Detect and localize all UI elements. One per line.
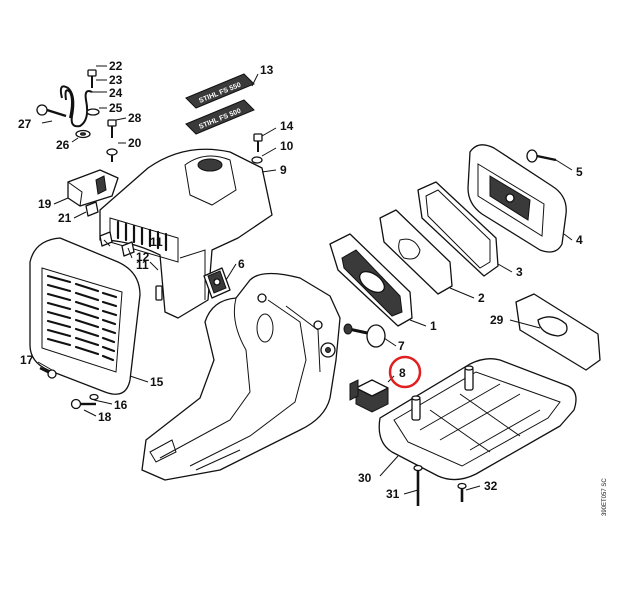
part-wire-loop (59, 85, 93, 128)
callout-7: 7 (398, 339, 405, 353)
part-1-baseplate (329, 233, 413, 327)
callout-28: 28 (128, 111, 142, 125)
callout-8: 8 (399, 366, 406, 380)
callout-5: 5 (576, 165, 583, 179)
callout-22: 22 (109, 59, 123, 73)
callout-23: 23 (109, 73, 123, 87)
part-3-frame (417, 181, 499, 277)
grille-slots (46, 274, 118, 362)
callout-9: 9 (280, 163, 287, 177)
part-9-shroud (99, 148, 273, 319)
part-7-knob (343, 323, 386, 348)
callout-4: 4 (576, 233, 583, 247)
leader-lines (37, 65, 573, 495)
callout-12: 12 (136, 250, 150, 264)
callout-10: 10 (280, 139, 294, 153)
callout-25: 25 (109, 101, 123, 115)
callout-3: 3 (516, 265, 523, 279)
part-8-block (349, 379, 389, 413)
callout-15: 15 (150, 375, 164, 389)
callout-27: 27 (18, 117, 32, 131)
callout-20: 20 (128, 136, 142, 150)
part-15-grille (29, 237, 141, 395)
callout-2: 2 (478, 291, 485, 305)
main-housing (141, 272, 341, 481)
callout-32: 32 (484, 479, 498, 493)
callout-26: 26 (56, 138, 70, 152)
part-29-filter (515, 293, 601, 371)
tray-posts (411, 365, 474, 421)
callout-30: 30 (358, 471, 372, 485)
small-hardware (36, 69, 263, 410)
callout-6: 6 (238, 257, 245, 271)
part-6-clamp (203, 267, 231, 299)
callout-31: 31 (386, 487, 400, 501)
part-13-badges: STIHL FS 550 STIHL FS 500 (185, 73, 255, 135)
callout-13: 13 (260, 63, 274, 77)
callout-11a: 11 (150, 235, 163, 249)
part-5-screw (526, 149, 557, 163)
callout-18: 18 (98, 410, 112, 424)
callout-1: 1 (430, 319, 437, 333)
highlight-circle (388, 355, 422, 389)
callout-19: 19 (38, 197, 52, 211)
shroud-vent-slots (116, 220, 168, 252)
callout-11b: 11 (136, 258, 149, 272)
part-31-32-screws (413, 464, 467, 506)
part-30-tray (378, 358, 577, 481)
callouts: 22 23 24 25 28 20 27 26 13 14 10 9 19 21… (18, 59, 583, 501)
callout-29: 29 (490, 313, 504, 327)
callout-16: 16 (114, 398, 128, 412)
callout-17: 17 (20, 353, 34, 367)
part-2-gasket (379, 209, 453, 295)
part-4-filter-housing (467, 144, 567, 253)
callout-21: 21 (58, 211, 72, 225)
callout-14: 14 (280, 119, 294, 133)
callout-24: 24 (109, 86, 123, 100)
figure-code: 390ET057 SC (602, 478, 608, 516)
